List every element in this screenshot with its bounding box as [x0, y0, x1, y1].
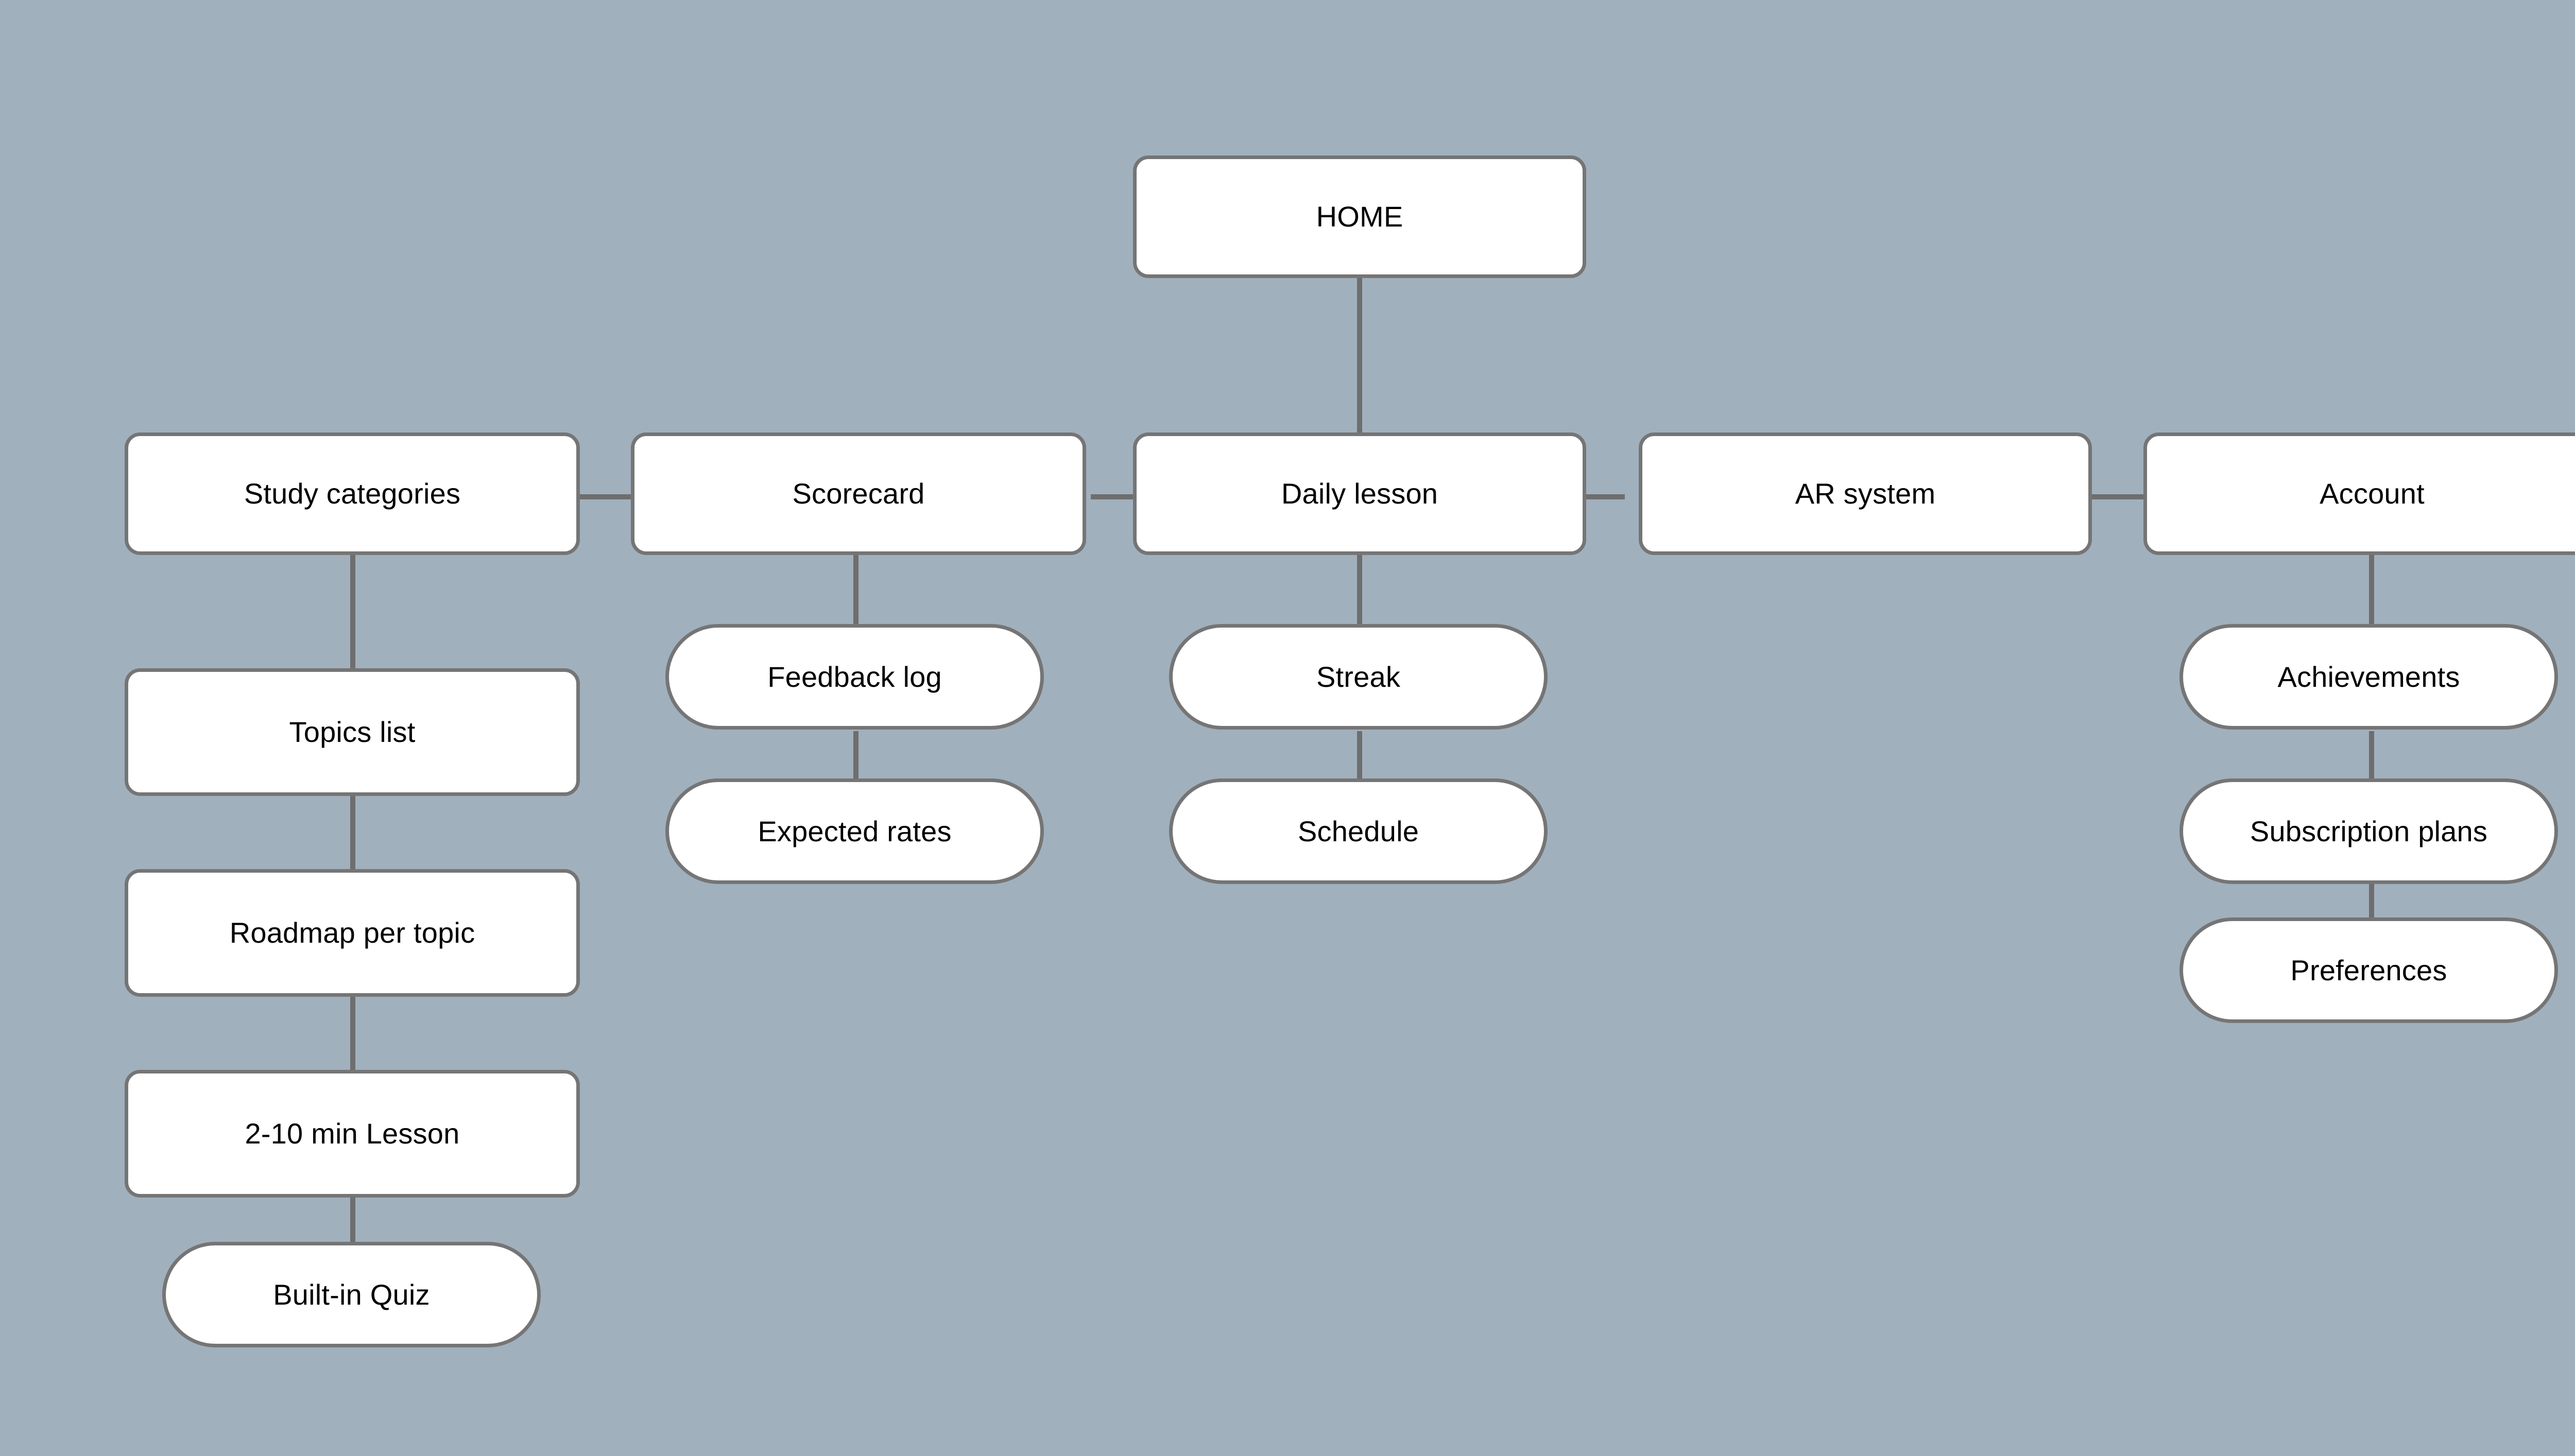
node-scorecard[interactable]: Scorecard	[631, 432, 1086, 555]
node-home-label: HOME	[1316, 200, 1403, 233]
node-roadmap-per-topic[interactable]: Roadmap per topic	[125, 869, 580, 997]
edge-scorecard-to-feedback-log	[853, 553, 859, 626]
node-streak-label: Streak	[1316, 660, 1401, 693]
node-daily-lesson[interactable]: Daily lesson	[1133, 432, 1586, 555]
node-feedback-log-label: Feedback log	[767, 660, 942, 693]
node-achievements-label: Achievements	[2277, 660, 2460, 693]
node-feedback-log[interactable]: Feedback log	[665, 624, 1044, 730]
node-lesson-duration[interactable]: 2-10 min Lesson	[125, 1070, 580, 1198]
edge-streak-to-schedule	[1357, 731, 1362, 780]
edge-feedback-log-to-expected-rates	[853, 731, 859, 780]
edge-home-to-daily-lesson	[1357, 275, 1362, 438]
node-study-categories[interactable]: Study categories	[125, 432, 580, 555]
node-daily-lesson-label: Daily lesson	[1281, 477, 1438, 510]
edge-daily-lesson-to-ar-system	[1576, 494, 1625, 499]
node-scorecard-label: Scorecard	[792, 477, 925, 510]
edge-topics-list-to-roadmap	[350, 795, 355, 883]
node-preferences[interactable]: Preferences	[2179, 917, 2558, 1023]
node-subscription-plans-label: Subscription plans	[2250, 814, 2488, 847]
node-expected-rates-label: Expected rates	[758, 814, 952, 847]
node-ar-system[interactable]: AR system	[1639, 432, 2092, 555]
edge-subscription-plans-to-preferences	[2369, 870, 2374, 919]
node-built-in-quiz[interactable]: Built-in Quiz	[162, 1242, 541, 1347]
node-account[interactable]: Account	[2143, 432, 2575, 555]
edge-account-to-achievements	[2369, 553, 2374, 626]
edge-lesson-duration-to-built-in-quiz	[350, 1197, 355, 1243]
node-ar-system-label: AR system	[1795, 477, 1936, 510]
node-achievements[interactable]: Achievements	[2179, 624, 2558, 730]
node-roadmap-per-topic-label: Roadmap per topic	[229, 916, 475, 949]
node-subscription-plans[interactable]: Subscription plans	[2179, 778, 2558, 884]
node-schedule-label: Schedule	[1297, 814, 1419, 847]
edge-ar-system-to-account	[2088, 494, 2150, 499]
node-streak[interactable]: Streak	[1169, 624, 1548, 730]
edge-achievements-to-subscription-plans	[2369, 731, 2374, 780]
node-topics-list-label: Topics list	[289, 716, 416, 749]
edge-roadmap-to-lesson-duration	[350, 996, 355, 1084]
node-built-in-quiz-label: Built-in Quiz	[273, 1278, 430, 1311]
node-schedule[interactable]: Schedule	[1169, 778, 1548, 884]
edge-study-categories-to-scorecard	[576, 494, 635, 499]
node-home[interactable]: HOME	[1133, 155, 1586, 278]
node-preferences-label: Preferences	[2290, 954, 2447, 986]
node-expected-rates[interactable]: Expected rates	[665, 778, 1044, 884]
node-account-label: Account	[2320, 477, 2425, 510]
edge-scorecard-to-daily-lesson	[1091, 494, 1150, 499]
edge-daily-lesson-to-streak	[1357, 553, 1362, 626]
edge-study-categories-to-topics-list	[350, 553, 355, 669]
node-topics-list[interactable]: Topics list	[125, 668, 580, 796]
node-study-categories-label: Study categories	[244, 477, 461, 510]
node-lesson-duration-label: 2-10 min Lesson	[245, 1117, 460, 1150]
